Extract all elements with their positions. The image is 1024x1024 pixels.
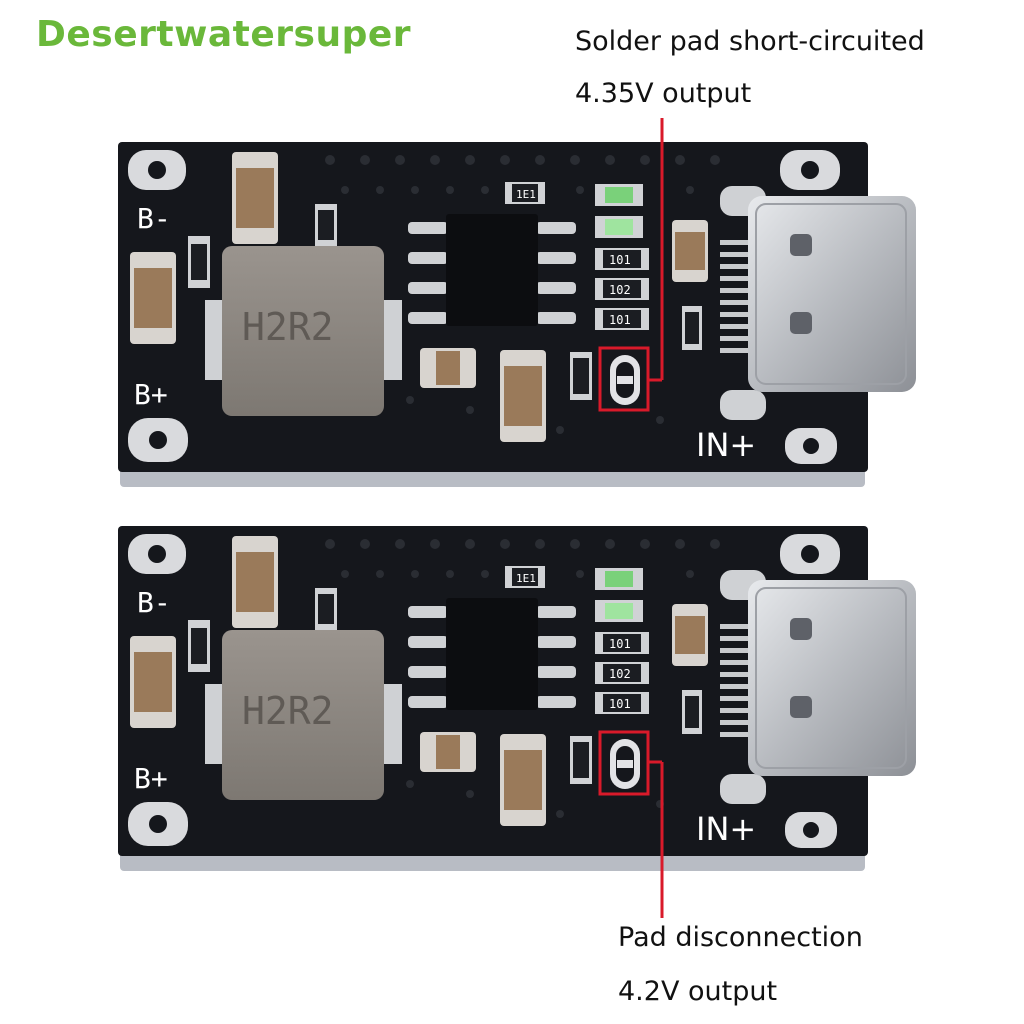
pcb-board-bottom bbox=[117, 525, 917, 872]
pcb-board-top bbox=[117, 141, 917, 488]
annotation-bottom-line1: Pad disconnection bbox=[618, 922, 863, 953]
brand-watermark: Desertwatersuper bbox=[36, 14, 412, 55]
annotation-top-line1: Solder pad short-circuited bbox=[575, 26, 925, 57]
annotation-bottom-line2: 4.2V output bbox=[618, 976, 778, 1007]
annotation-top-line2: 4.35V output bbox=[575, 78, 752, 109]
